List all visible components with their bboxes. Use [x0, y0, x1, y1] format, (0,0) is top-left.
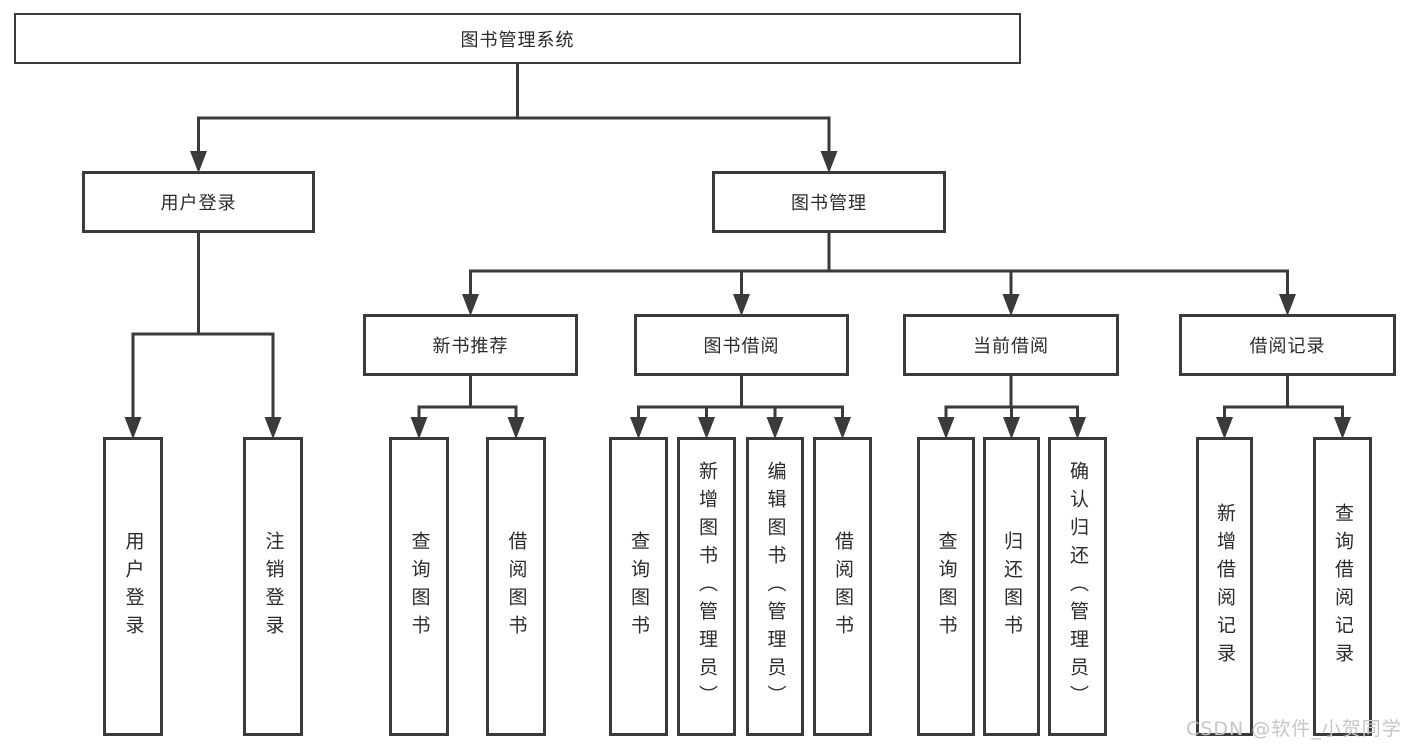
node-bb-add: 新增图书（管理员） — [677, 437, 736, 736]
node-cb-confirm: 确认归还（管理员） — [1048, 437, 1107, 736]
node-user-login-v: 用户登录 — [103, 437, 163, 736]
node-bb-edit: 编辑图书（管理员） — [746, 437, 804, 736]
watermark: CSDN @软件_小贺同学 — [1186, 718, 1402, 740]
node-bb-query: 查询图书 — [609, 437, 668, 736]
node-book-mgmt: 图书管理 — [712, 171, 946, 233]
node-label: 新增图书（管理员） — [696, 460, 718, 713]
node-cb-return: 归还图书 — [983, 437, 1040, 736]
node-new-book: 新书推荐 — [363, 314, 578, 376]
connector-group-book-borrow — [630, 373, 851, 439]
arrowhead-down-icon — [1002, 294, 1020, 316]
node-borrow-record: 借阅记录 — [1179, 314, 1396, 376]
node-label: 注销登录 — [262, 530, 285, 643]
arrowhead-down-icon — [1069, 417, 1086, 439]
node-label: 归还图书 — [1001, 530, 1023, 643]
arrowhead-down-icon — [698, 417, 715, 439]
node-label: 图书管理系统 — [460, 29, 575, 51]
arrowhead-down-icon — [264, 417, 282, 439]
connector-line — [131, 230, 275, 423]
node-br-add: 新增借阅记录 — [1196, 437, 1253, 736]
connector-line — [637, 373, 844, 423]
connector-group-new-book — [410, 373, 525, 439]
arrowhead-down-icon — [766, 417, 784, 439]
node-label: 查询图书 — [408, 530, 431, 643]
node-nb-query: 查询图书 — [389, 437, 449, 736]
arrowhead-down-icon — [190, 151, 207, 173]
node-label: 确认归还（管理员） — [1067, 460, 1089, 713]
arrowhead-down-icon — [1334, 417, 1351, 439]
connector-line — [469, 230, 1289, 300]
node-root: 图书管理系统 — [14, 13, 1021, 64]
arrowhead-down-icon — [1216, 417, 1233, 439]
node-label: 新增借阅记录 — [1214, 502, 1236, 671]
node-label: 当前借阅 — [973, 336, 1049, 357]
node-bb-borrow: 借阅图书 — [813, 437, 872, 736]
node-user-login: 用户登录 — [82, 171, 315, 233]
arrowhead-down-icon — [1279, 294, 1296, 316]
connector-group-borrow-record — [1216, 373, 1351, 439]
node-br-query: 查询借阅记录 — [1313, 437, 1372, 736]
node-label: 图书借阅 — [703, 336, 780, 357]
arrowhead-down-icon — [820, 151, 838, 173]
arrowhead-down-icon — [733, 294, 750, 316]
connector-line — [1223, 373, 1344, 423]
connector-line — [417, 373, 518, 423]
node-book-borrow: 图书借阅 — [634, 314, 849, 376]
node-label: 编辑图书（管理员） — [764, 460, 787, 713]
connector-group-book-mgmt — [462, 230, 1296, 316]
arrowhead-down-icon — [410, 417, 428, 439]
arrowhead-down-icon — [834, 417, 851, 439]
node-label: 查询图书 — [935, 530, 958, 643]
arrowhead-down-icon — [937, 417, 955, 439]
arrowhead-down-icon — [462, 294, 479, 316]
connector-group-current-borrow — [937, 373, 1086, 439]
arrowhead-down-icon — [630, 417, 647, 439]
node-label: 查询借阅记录 — [1332, 502, 1354, 671]
connector-group-user-login — [124, 230, 282, 439]
node-label: 图书管理 — [791, 193, 867, 214]
node-label: 查询图书 — [628, 530, 650, 643]
node-label: 借阅记录 — [1249, 336, 1326, 357]
connector-line — [944, 373, 1079, 423]
node-label: 用户登录 — [160, 193, 237, 214]
arrowhead-down-icon — [507, 417, 525, 439]
arrowhead-down-icon — [1003, 417, 1020, 439]
node-label: 用户登录 — [122, 530, 145, 643]
node-logout-v: 注销登录 — [243, 437, 303, 736]
node-label: 借阅图书 — [505, 530, 528, 643]
node-nb-borrow: 借阅图书 — [486, 437, 546, 736]
node-current-borrow: 当前借阅 — [903, 314, 1119, 376]
node-label: 借阅图书 — [832, 530, 854, 643]
node-cb-query: 查询图书 — [917, 437, 975, 736]
connector-line — [197, 61, 831, 157]
node-label: 新书推荐 — [432, 336, 509, 357]
arrowhead-down-icon — [124, 417, 142, 439]
connector-group-root — [190, 61, 838, 173]
